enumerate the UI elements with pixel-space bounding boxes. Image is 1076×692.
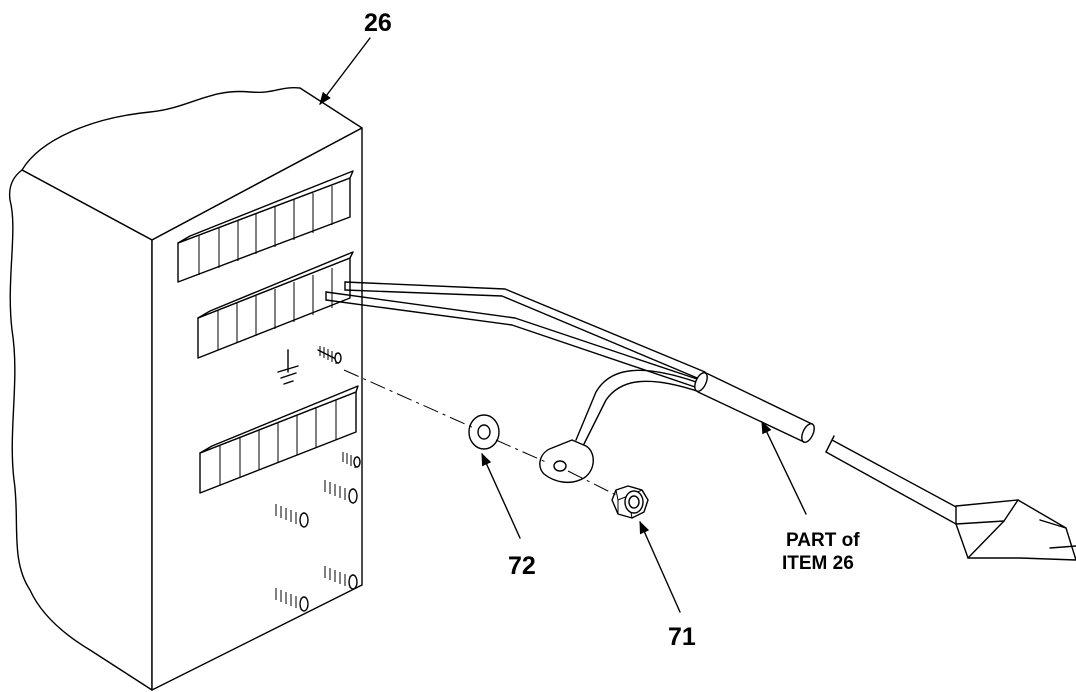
assembly-centerline (343, 369, 619, 497)
callout-item-71: 71 (668, 623, 696, 651)
callout-part-of-line2: ITEM 26 (782, 553, 854, 574)
wire-harness (325, 281, 1076, 561)
threaded-stud (324, 480, 358, 504)
threaded-stud (324, 566, 358, 590)
ground-symbol-icon (277, 349, 299, 385)
leader-arrows (319, 37, 807, 613)
hex-nut (611, 485, 649, 519)
threaded-stud (275, 588, 309, 612)
callout-item-72: 72 (508, 552, 536, 580)
ring-terminal (539, 439, 594, 484)
callout-item-26: 26 (364, 9, 392, 37)
callout-part-of-line1: PART of (786, 530, 860, 551)
ground-stud (317, 346, 342, 364)
threaded-stud (275, 504, 309, 528)
flat-washer (468, 414, 500, 450)
relay-row-2 (197, 251, 354, 359)
threaded-stud (342, 452, 361, 468)
relay-row-1 (177, 170, 354, 283)
relay-box (8, 86, 363, 691)
relay-row-3 (199, 385, 359, 494)
